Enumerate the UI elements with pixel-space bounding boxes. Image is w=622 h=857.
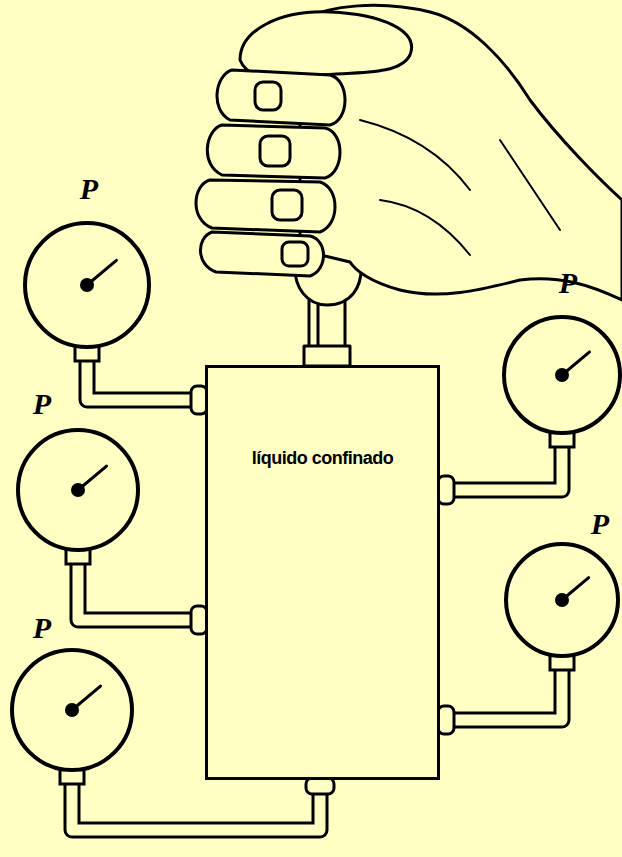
hand-squeezing-bulb — [196, 5, 622, 366]
thumb — [240, 12, 412, 78]
pipe-bore — [440, 658, 562, 720]
pipe — [75, 345, 207, 414]
needle-pivot — [71, 483, 85, 497]
wall-fitting — [438, 706, 454, 734]
gauge-dial — [506, 544, 618, 656]
wall-fitting — [438, 476, 454, 504]
bulb-neck — [309, 300, 345, 348]
pipe-bore — [78, 552, 205, 620]
nail — [282, 242, 308, 266]
pipe — [438, 431, 574, 504]
pressure-gauge: P — [23, 221, 151, 349]
gauge-dial — [25, 223, 149, 347]
nail — [255, 82, 281, 110]
pressure-label: P — [591, 509, 609, 539]
gauge-face — [16, 428, 140, 552]
finger — [207, 125, 340, 178]
needle-pivot — [65, 703, 79, 717]
gauge-dial — [504, 317, 620, 433]
nail — [272, 190, 302, 220]
pipe-outline — [440, 658, 562, 720]
pressure-gauge: P — [502, 315, 622, 435]
pipe-bore — [440, 435, 562, 490]
finger — [196, 180, 335, 232]
pipe — [66, 548, 207, 634]
gauge-face — [504, 542, 620, 658]
nail — [260, 136, 290, 166]
pipe-bore — [72, 772, 320, 830]
liquid-container: líquido confinado — [205, 365, 440, 780]
gauge-dial — [12, 650, 132, 770]
pipe-outline — [440, 435, 562, 490]
pressure-gauge: P — [10, 648, 134, 772]
needle-pivot — [555, 368, 569, 382]
pressure-gauge: P — [504, 542, 620, 658]
pipe-outline — [72, 772, 320, 830]
neck-highlight — [317, 305, 320, 345]
needle-pivot — [80, 278, 94, 292]
gauge-dial — [18, 430, 138, 550]
pipe-outline — [78, 552, 205, 620]
pipe — [438, 654, 574, 734]
pressure-label: P — [559, 268, 577, 298]
pipe-bore — [87, 349, 205, 400]
container-label: líquido confinado — [252, 448, 393, 469]
needle-pivot — [555, 593, 569, 607]
gauge-face — [10, 648, 134, 772]
pressure-label: P — [33, 613, 51, 643]
gauge-face — [23, 221, 151, 349]
finger — [217, 70, 345, 125]
pressure-label: P — [33, 389, 51, 419]
gauge-face — [502, 315, 622, 435]
pressure-gauge: P — [16, 428, 140, 552]
pipe-outline — [87, 349, 205, 400]
pressure-label: P — [80, 174, 98, 204]
finger — [200, 232, 323, 276]
skin-lines — [360, 120, 560, 255]
wall-fitting — [306, 778, 334, 794]
top-fitting — [304, 346, 350, 366]
